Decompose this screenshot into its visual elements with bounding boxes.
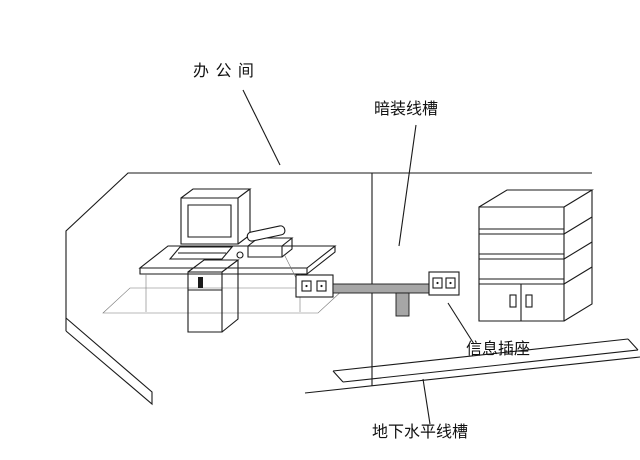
socket-pin [320, 284, 323, 288]
info-socket-port-left [432, 277, 443, 289]
label-office-room: 办 公 间 [193, 63, 255, 80]
floor-edge [304, 356, 640, 394]
label-concealed-duct: 暗装线槽 [374, 101, 439, 118]
socket-pin [436, 281, 439, 285]
wall-outlet [295, 274, 334, 298]
info-socket-port-right [445, 277, 456, 289]
drawer-handle [198, 277, 203, 288]
underground-duct [332, 338, 639, 383]
telephone-body [247, 237, 294, 258]
drawer-unit-body [187, 259, 240, 333]
keyboard-icon [168, 246, 234, 260]
desk-top [138, 245, 337, 275]
front-partition [65, 317, 153, 406]
cabinet-body [478, 189, 594, 322]
leader-info-socket [447, 302, 475, 345]
room [65, 172, 640, 406]
room-walls [65, 172, 592, 386]
computer [168, 188, 252, 260]
duct-horizontal [332, 283, 433, 294]
wall-outlet-socket-left [301, 280, 312, 292]
telephone-handset [246, 225, 286, 242]
telephone [246, 225, 298, 281]
underground-duct-lines [332, 338, 639, 383]
drawer-unit [187, 259, 240, 333]
desk-legs [145, 274, 301, 312]
wiring-duct [332, 283, 433, 317]
cabinet-door-handle-left [509, 294, 517, 308]
info-socket [428, 271, 460, 296]
socket-pin [305, 284, 308, 288]
leader-concealed-duct [398, 124, 417, 247]
leader-lines [242, 89, 475, 425]
mouse-icon [236, 251, 244, 259]
computer-monitor-icon [180, 188, 252, 245]
label-underground-duct: 地下水平线槽 [372, 424, 469, 441]
label-info-socket: 信息插座 [466, 341, 531, 358]
cabinet-door-handle-right [525, 294, 533, 308]
leader-underground-duct [422, 378, 431, 425]
socket-pin [449, 281, 452, 285]
duct-vertical [395, 292, 410, 317]
wall-outlet-socket-right [316, 280, 327, 292]
leader-office [242, 89, 281, 166]
cabinet [478, 189, 594, 322]
cabinet-shelves [479, 216, 593, 321]
telephone-cord [283, 253, 298, 281]
